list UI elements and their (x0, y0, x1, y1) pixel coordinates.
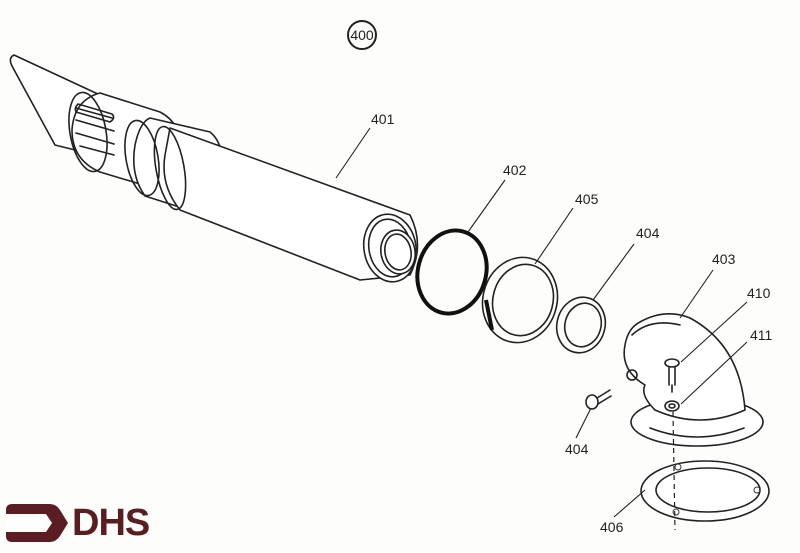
arrow-bracket-icon (6, 504, 68, 542)
logo-text: DHS (72, 502, 150, 544)
label-403: 403 (712, 251, 736, 267)
dhs-logo: DHS (6, 502, 166, 544)
part-403-elbow (623, 313, 764, 447)
alignment-axis (672, 411, 676, 531)
part-406-gasket (640, 460, 770, 522)
label-402: 402 (503, 162, 527, 178)
part-402-o-ring (415, 228, 489, 316)
label-411: 411 (750, 327, 773, 343)
part-404-small-ring (555, 296, 607, 354)
label-410: 410 (747, 285, 771, 301)
part-411-washer (664, 400, 680, 412)
label-405: 405 (575, 191, 599, 207)
part-405-seal-ring (481, 256, 559, 344)
part-410-screw (664, 358, 680, 393)
label-401: 401 (371, 111, 395, 127)
label-404-ring: 404 (636, 225, 660, 241)
part-404-screw (585, 389, 612, 410)
label-406: 406 (600, 519, 624, 535)
leader-lines (335, 127, 748, 518)
label-404-screw: 404 (565, 441, 589, 457)
part-401-tube (9, 54, 419, 283)
assembly-number-badge: 400 (347, 20, 377, 50)
